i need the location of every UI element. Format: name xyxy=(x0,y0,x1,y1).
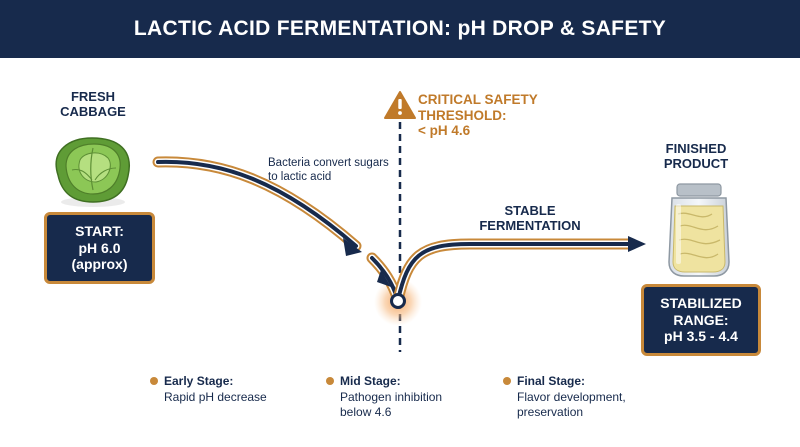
bacteria-note: Bacteria convert sugars to lactic acid xyxy=(268,157,389,184)
bullet-dot-icon xyxy=(150,377,158,385)
arrowhead-1 xyxy=(343,238,362,256)
ph-drop-path xyxy=(152,156,634,306)
page-title: LACTIC ACID FERMENTATION: pH DROP & SAFE… xyxy=(133,17,667,40)
stabilized-range-box: STABILIZED RANGE: pH 3.5 - 4.4 xyxy=(641,284,761,356)
bullet-dot-icon xyxy=(503,377,511,385)
arrowhead-3 xyxy=(628,236,646,252)
cabbage-illustration xyxy=(55,137,130,207)
arrowhead-2 xyxy=(377,270,391,287)
stage-mid: Mid Stage: Pathogen inhibition below 4.6 xyxy=(326,374,500,421)
bullet-dot-icon xyxy=(326,377,334,385)
title-bar: LACTIC ACID FERMENTATION: pH DROP & SAFE… xyxy=(0,0,800,58)
fresh-cabbage-label: FRESH CABBAGE xyxy=(60,89,126,119)
stage-final: Final Stage: Flavor development, preserv… xyxy=(503,374,687,421)
threshold-crossing-marker xyxy=(390,293,406,309)
stage-early: Early Stage: Rapid pH decrease xyxy=(150,374,314,405)
jar-illustration xyxy=(668,183,730,277)
stable-fermentation-label: STABLE FERMENTATION xyxy=(479,203,581,233)
start-ph-box: START: pH 6.0 (approx) xyxy=(44,212,155,284)
critical-threshold-label: CRITICAL SAFETY THRESHOLD: < pH 4.6 xyxy=(418,92,538,139)
finished-product-label: FINISHED PRODUCT xyxy=(663,141,729,171)
warning-icon xyxy=(384,91,416,119)
